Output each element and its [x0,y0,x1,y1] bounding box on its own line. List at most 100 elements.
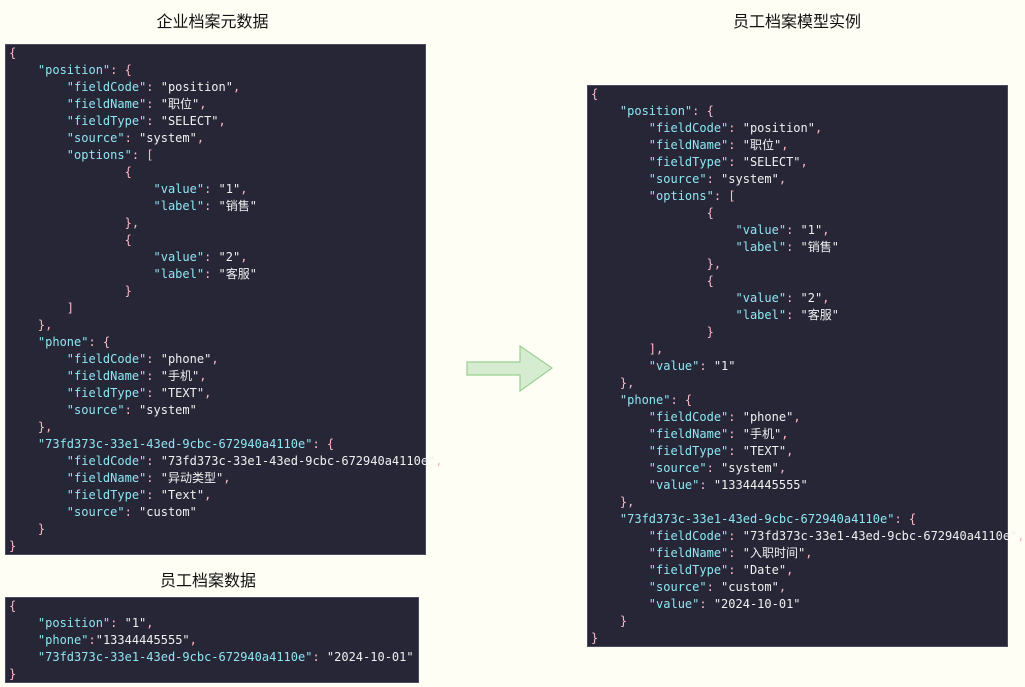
model-instance-code-panel: { "position": { "fieldCode": "position",… [587,85,1025,647]
json-punctuation: : [124,505,140,519]
json-value: "职位" [742,138,782,152]
code-indent [9,369,67,383]
json-key: "fieldType" [66,114,147,128]
code-indent [591,597,649,611]
json-punctuation: , [240,250,248,264]
json-punctuation: , [786,444,794,458]
json-punctuation: , [204,488,212,502]
code-indent [9,403,67,417]
json-punctuation: , [199,369,207,383]
code-indent [591,189,649,203]
json-punctuation: ], [648,342,664,356]
json-punctuation: : { [670,393,693,407]
json-key: "fieldCode" [648,410,729,424]
json-key: "fieldType" [648,155,729,169]
json-punctuation: }, [124,216,140,230]
code-line: "fieldCode": "phone", [591,409,1007,426]
json-key: "label" [735,240,787,254]
code-indent [591,104,620,118]
json-punctuation: : [728,121,743,135]
code-indent [9,633,38,647]
json-key: "source" [648,580,707,594]
json-punctuation: , [211,352,219,366]
json-key: "value" [735,223,787,237]
code-line: "fieldCode": "position", [9,79,425,96]
json-value: "system" [721,461,779,475]
json-value: "手机" [742,427,782,441]
code-indent [9,80,67,94]
json-value: "73fd373c-33e1-43ed-9cbc-672940a4110e" [160,454,436,468]
json-value: "Date" [742,563,787,577]
code-line: { [9,45,425,62]
json-punctuation: , [189,633,197,647]
json-punctuation: { [706,206,714,220]
json-punctuation: }, [37,318,53,332]
code-indent [591,240,736,254]
json-punctuation: : [ [131,148,154,162]
code-line: "fieldType": "Date", [591,562,1007,579]
metadata-title: 企业档案元数据 [156,12,269,31]
json-punctuation: : [728,444,743,458]
code-indent [9,352,67,366]
code-line: "value": "1" [591,358,1007,375]
json-punctuation: { [9,46,17,60]
json-punctuation: : [728,427,743,441]
code-indent [591,563,649,577]
json-key: "position" [37,63,111,77]
code-line: { [591,273,1007,290]
json-value: "销售" [800,240,839,254]
code-line: "fieldName": "异动类型", [9,470,425,487]
code-line: } [9,538,425,555]
json-punctuation: : [ [713,189,736,203]
json-key: "fieldType" [648,444,729,458]
json-value: "13344445555" [713,478,808,492]
code-indent [9,522,38,536]
json-key: "fieldCode" [648,529,729,543]
json-punctuation: } [619,614,628,628]
json-punctuation: , [240,182,248,196]
code-indent [591,529,649,543]
json-key: "label" [153,199,205,213]
json-key: "73fd373c-33e1-43ed-9cbc-672940a4110e" [37,437,313,451]
json-punctuation: : { [110,63,132,77]
json-key: "73fd373c-33e1-43ed-9cbc-672940a4110e" [619,512,895,526]
json-value: "Text" [160,488,205,502]
code-indent [9,250,154,264]
code-indent [9,437,38,451]
json-punctuation: { [591,87,599,101]
json-punctuation: : [699,478,714,492]
code-line: { [9,232,425,249]
code-indent [9,114,67,128]
code-line: "source": "system" [9,402,425,419]
code-line: } [591,324,1007,341]
code-indent [9,233,125,247]
json-punctuation: : { [692,104,714,118]
code-indent [591,444,649,458]
code-line: "fieldType": "TEXT", [9,385,425,402]
code-indent [9,386,67,400]
json-value: "TEXT" [742,444,787,458]
code-line: "position": { [591,103,1007,120]
json-punctuation: : [706,580,722,594]
code-line: "fieldName": "职位", [591,137,1007,154]
model-instance-title: 员工档案模型实例 [732,12,861,31]
code-line: "fieldCode": "phone", [9,351,425,368]
code-line: "options": [ [591,188,1007,205]
json-key: "value" [648,597,700,611]
json-key: "phone" [619,393,671,407]
json-punctuation: } [124,284,132,298]
code-line: "value": "2", [591,290,1007,307]
json-key: "fieldName" [648,138,729,152]
employee-data-code-panel: { "position": "1", "phone":"13344445555"… [5,597,419,683]
code-indent [591,138,649,152]
code-line: "fieldName": "入职时间", [591,545,1007,562]
code-indent [591,257,707,271]
code-line: "fieldType": "SELECT", [591,154,1007,171]
code-line: "fieldType": "SELECT", [9,113,425,130]
json-key: "fieldName" [66,471,147,485]
json-punctuation: : [786,240,801,254]
json-punctuation: } [9,539,17,553]
json-value: "1" [713,359,736,373]
json-punctuation: { [124,165,132,179]
json-punctuation: } [9,667,17,681]
